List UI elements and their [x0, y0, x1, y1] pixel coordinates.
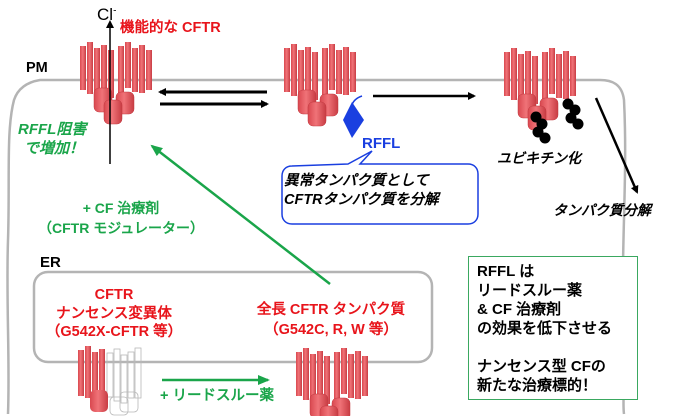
summary-line: 新たな治療標的！ [477, 377, 598, 394]
rffl-inhibition-line1: RFFL阻害 [18, 121, 87, 138]
rffl-inhibition-note: RFFL阻害 で増加！ [18, 120, 86, 158]
readthrough-label: + リードスルー薬 [160, 388, 274, 404]
callout-line2: CFTRタンパク質を分解 [284, 192, 439, 208]
nonsense-mutant-label: CFTR ナンセンス変異体 （G542X-CFTR 等） [34, 286, 194, 342]
cf-therapy-line2: （CFTR モジュレーター） [38, 220, 204, 236]
nonsense-line1: CFTR [94, 287, 134, 303]
ubiquitination-label: ユビキチン化 [497, 150, 581, 166]
pm-label: PM [26, 60, 48, 76]
functional-cftr-protein [79, 41, 153, 125]
degradation-label: タンパク質分解 [553, 202, 651, 218]
er-membrane [32, 270, 434, 364]
summary-line: の効果を低下させる [477, 320, 613, 337]
modulator-trafficking-arrow [150, 144, 331, 285]
functional-cftr-label: 機能的な CFTR [120, 20, 221, 36]
degradation-arrow [594, 97, 639, 194]
summary-box: RFFL は リードスルー薬 & CF 治療剤 の効果を低下させる ナンセンス型… [468, 256, 638, 400]
rffl-inhibition-line2: で増加！ [24, 140, 85, 157]
ubiquitin-chain-icon [530, 98, 584, 144]
nonsense-line3: （G542X-CFTR 等） [45, 324, 183, 340]
summary-line: ナンセンス型 CFの [477, 358, 606, 375]
rffl-label: RFFL [362, 135, 401, 152]
nonsense-line2: ナンセンス変異体 [56, 305, 172, 322]
cf-therapy-label: + CF 治療剤 （CFTR モジュレーター） [26, 198, 216, 238]
full-length-line1: 全長 CFTR タンパク質 [256, 302, 406, 318]
summary-line: RFFL は [477, 263, 535, 280]
callout-line1: 異常タンパク質として [284, 173, 429, 189]
full-length-cftr-protein [295, 347, 369, 416]
summary-spacer [477, 338, 629, 357]
summary-line: & CF 治療剤 [477, 301, 562, 318]
cftr-targeted-protein [283, 43, 357, 127]
summary-line: リードスルー薬 [477, 282, 583, 299]
rffl-callout-text: 異常タンパク質として CFTRタンパク質を分解 [284, 172, 439, 210]
nonsense-cftr-protein [78, 346, 142, 416]
er-label: ER [40, 254, 61, 271]
full-length-label: 全長 CFTR タンパク質 （G542C, R, W 等） [236, 300, 426, 340]
rffl-diamond-icon [343, 102, 364, 138]
rffl-callout-bubble [281, 150, 479, 225]
chloride-label: Cl- [97, 5, 117, 24]
full-length-line2: （G542C, R, W 等） [264, 322, 398, 338]
cf-therapy-line1: + CF 治療剤 [82, 200, 160, 216]
